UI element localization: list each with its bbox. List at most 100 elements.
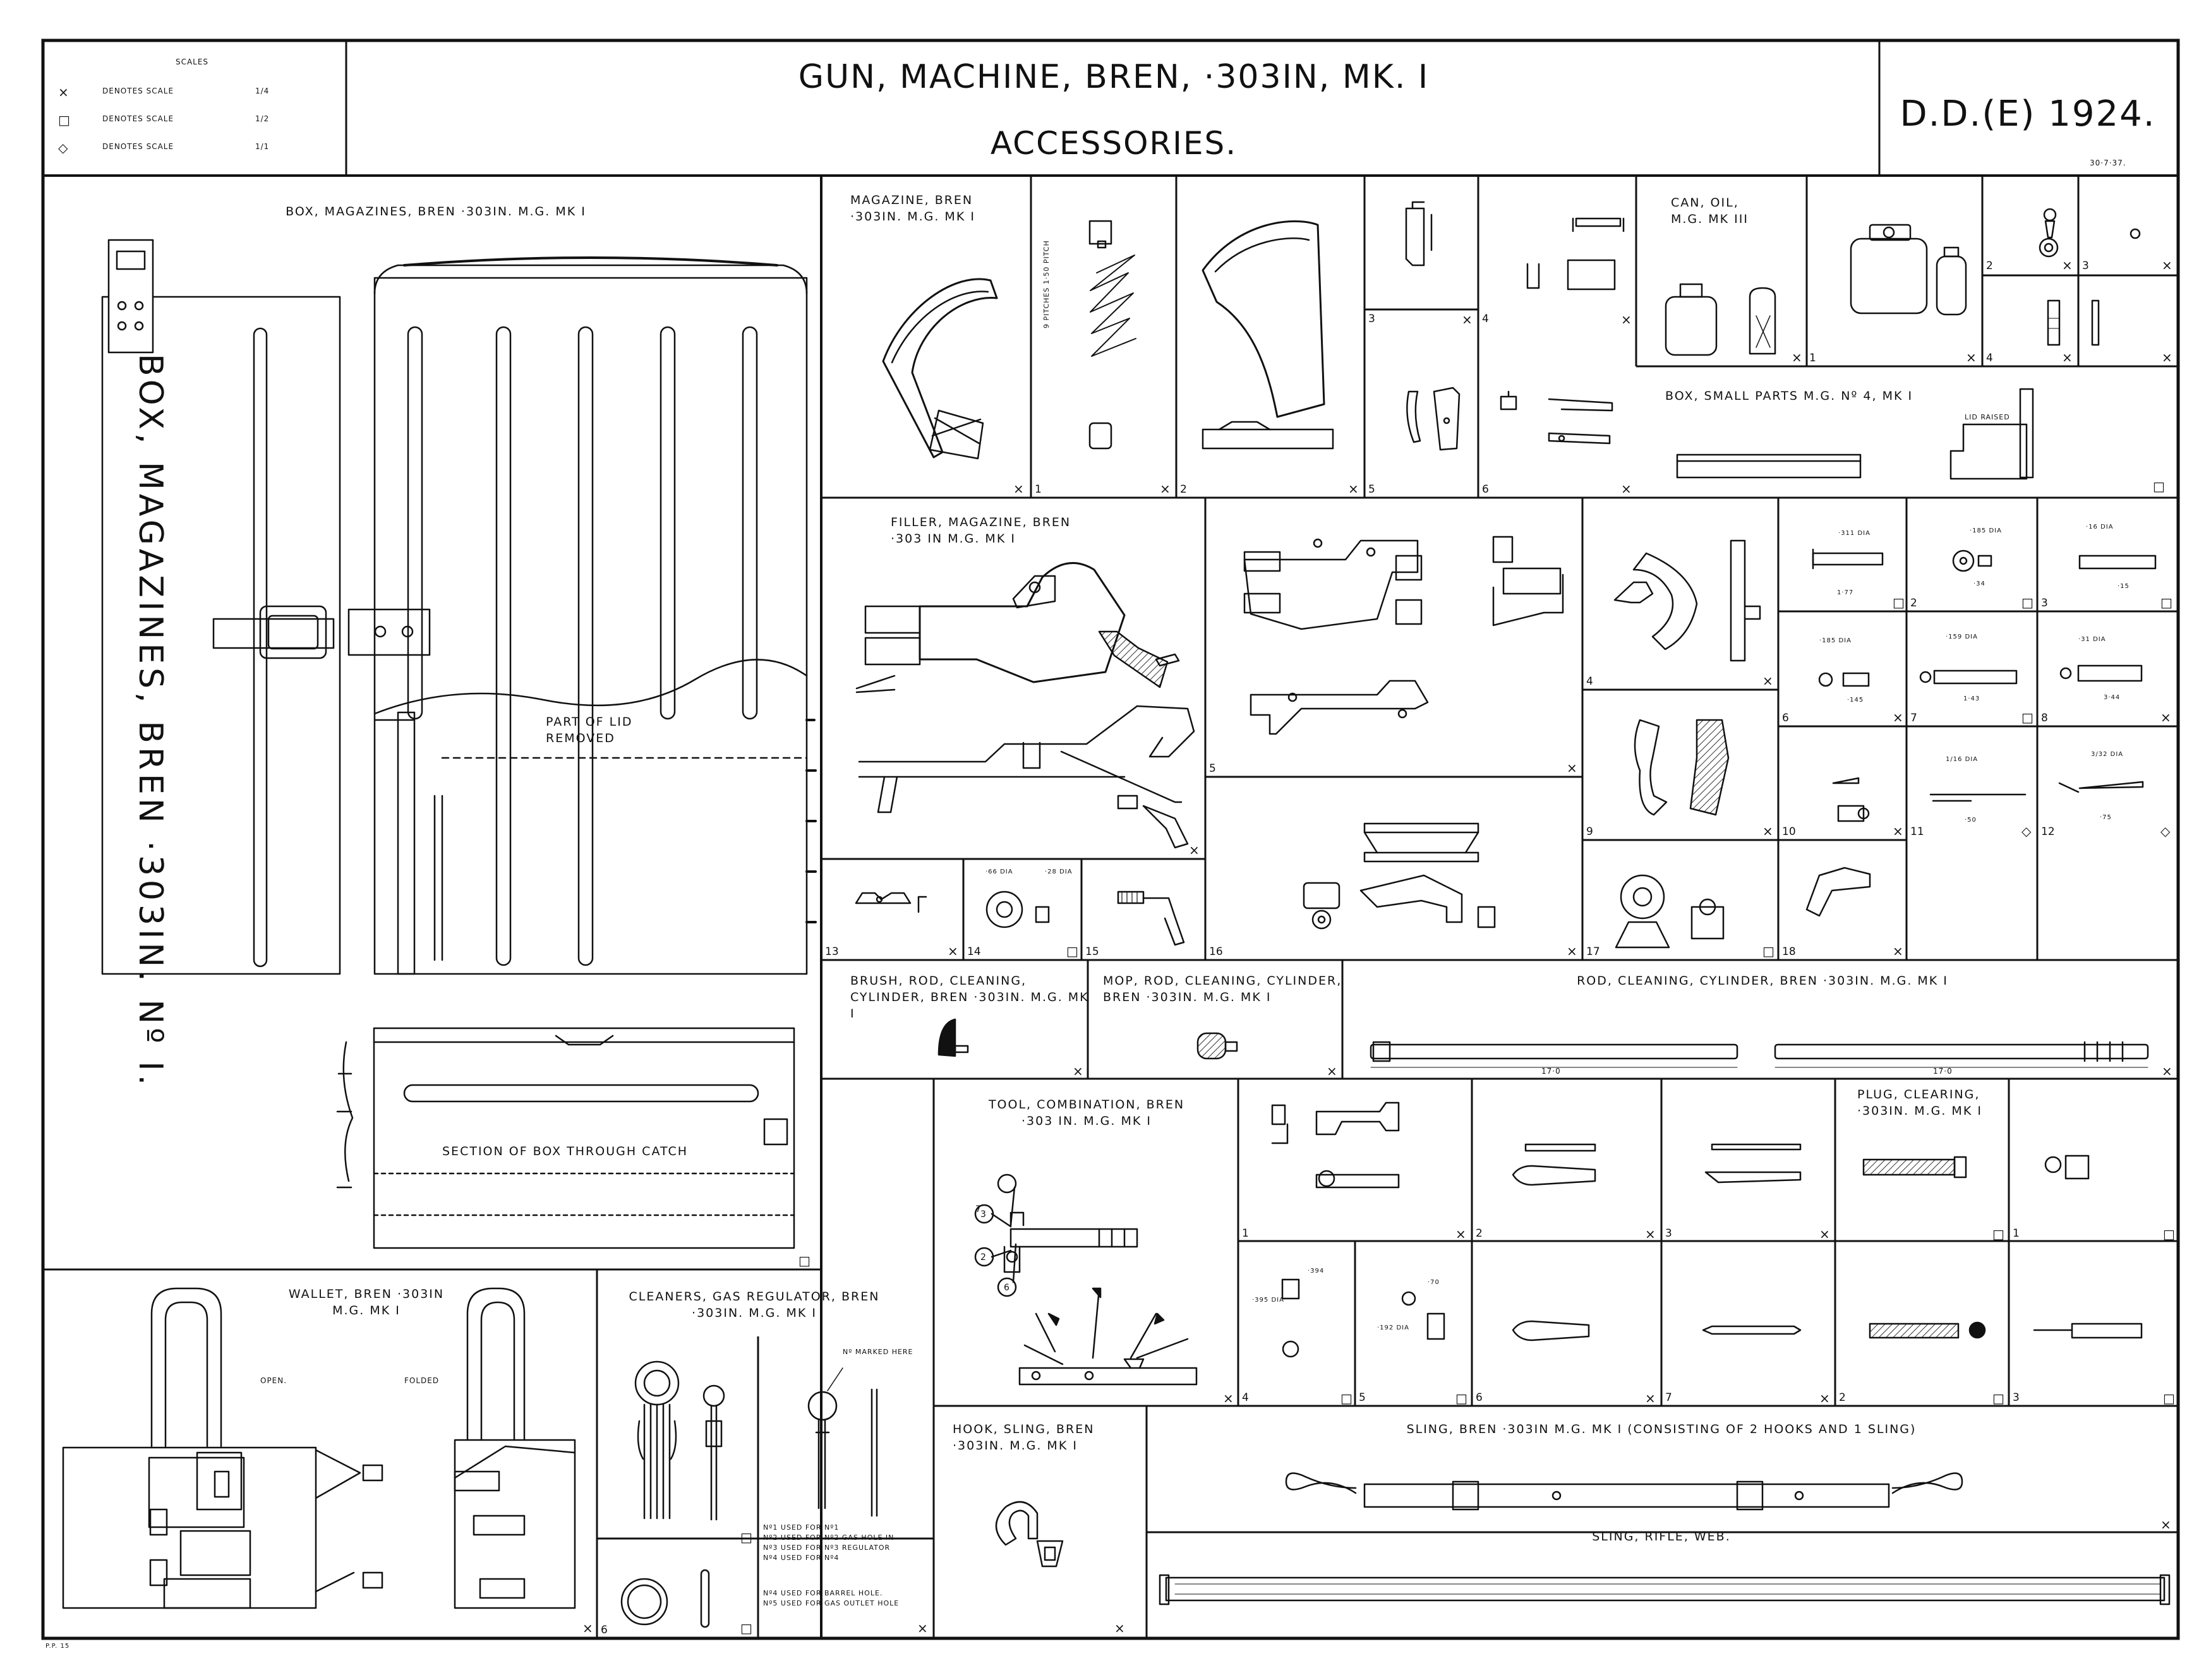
dim: 1·77 (1837, 589, 1854, 596)
scale-value-3: 1/1 (255, 142, 270, 151)
fig-number: 3 (980, 1209, 986, 1220)
scale-marker: □ (798, 1253, 810, 1268)
scale-marker: □ (1992, 1227, 2004, 1242)
fig-number: 4 (1586, 675, 1593, 688)
fig-number: 7 (1910, 712, 1917, 724)
scale-marker: × (917, 1621, 928, 1636)
fig-number: 2 (1839, 1391, 1846, 1404)
scale-marker: × (1621, 481, 1632, 496)
fig-number: 6 (1004, 1283, 1009, 1293)
fig-number: 2 (1476, 1227, 1483, 1240)
wallet-drawing (62, 1287, 576, 1609)
fig-number: 17 (1586, 945, 1600, 958)
scale-marker: × (1567, 760, 1577, 776)
rod-dim-1: 17·0 (1541, 1067, 1561, 1076)
dim: ·185 DIA (1819, 637, 1852, 644)
scale-row-3: DENOTES SCALE (102, 142, 174, 151)
scale-marker: × (2160, 1517, 2171, 1532)
scale-marker: □ (2021, 595, 2033, 610)
scale-marker: □ (2163, 1391, 2175, 1406)
pins-drawings (1805, 548, 2157, 917)
fig-number: 3 (2082, 260, 2089, 272)
box-section-view (336, 1027, 795, 1249)
scale-marker: × (1160, 481, 1171, 496)
small-parts-box (1676, 388, 2034, 480)
sling-hook (995, 1501, 1064, 1568)
filler-part-5 (1243, 536, 1564, 735)
cleaner-note: Nº2 USED FOR Nº2 GAS HOLE IN (763, 1533, 895, 1542)
scale-marker: ◇ (2021, 824, 2032, 839)
fig-number: 4 (1986, 352, 1993, 364)
scale-marker: × (1189, 843, 1200, 858)
fig-number: 12 (2041, 825, 2055, 838)
fig-number: 2 (1910, 597, 1917, 609)
scale-marker: □ (2163, 1227, 2175, 1242)
magazine-follower-parts (1500, 217, 1625, 445)
scale-marker: × (1567, 944, 1577, 959)
dim: ·394 (1308, 1268, 1325, 1275)
scale-marker: × (1893, 710, 1903, 725)
dim: ·28 DIA (1045, 868, 1073, 875)
fig-number: 6 (601, 1624, 608, 1636)
bren-sling (1285, 1472, 1963, 1511)
dim: ·145 (1847, 697, 1864, 704)
scale-marker: × (1819, 1227, 1830, 1242)
scale-marker: □ (740, 1621, 752, 1636)
scale-marker: ◇ (2160, 824, 2171, 839)
filler-levers (1613, 539, 1761, 949)
dim: ·50 (1965, 817, 1977, 824)
scale-marker: □ (1455, 1391, 1467, 1406)
brush-title: BRUSH, ROD, CLEANING, CYLINDER, BREN ·30… (850, 974, 1089, 1021)
box-magazines-title: BOX, MAGAZINES, BREN ·303IN. M.G. MK I (286, 205, 586, 219)
dim: 1/16 DIA (1946, 756, 1979, 763)
cleaning-rod (1370, 1041, 2149, 1068)
scale-marker: □ (740, 1530, 752, 1545)
oil-can-title: CAN, OIL, M.G. MK III (1671, 196, 1749, 226)
scale-marker: □ (1340, 1391, 1353, 1406)
hook-title: HOOK, SLING, BREN ·303IN. M.G. MK I (953, 1422, 1095, 1453)
scale-marker: □ (2021, 710, 2033, 725)
scale-marker: × (1114, 1621, 1125, 1636)
scale-marker: × (948, 944, 958, 959)
wallet-open-label: OPEN. (260, 1376, 287, 1385)
cleaner-note: Nº4 USED FOR Nº4 (763, 1554, 840, 1562)
scale-marker: × (1621, 312, 1632, 327)
dim: ·159 DIA (1946, 633, 1978, 640)
combination-tool (974, 1173, 1198, 1386)
rod-dim-2: 17·0 (1933, 1067, 1953, 1076)
bren-sling-title: SLING, BREN ·303IN M.G. MK I (CONSISTING… (1406, 1422, 1917, 1436)
fig-number: 2 (1986, 260, 1993, 272)
fig-number: 1 (1242, 1227, 1249, 1240)
fig-number: 2 (980, 1252, 986, 1263)
full-scale-symbol: ◇ (58, 140, 68, 155)
fig-number: 9 (1586, 825, 1593, 838)
cleaner-note: Nº4 USED FOR BARREL HOLE. (763, 1589, 883, 1597)
cleaner-note: Nº5 USED FOR GAS OUTLET HOLE (763, 1599, 900, 1607)
dim: ·15 (2118, 583, 2130, 590)
fig-number: 15 (1085, 945, 1099, 958)
cleaner-note: Nº1 USED FOR Nº1 (763, 1523, 840, 1532)
magazine-part-2 (1202, 220, 1334, 450)
tool-title: TOOL, COMBINATION, BREN ·303 IN. M.G. MK… (988, 1098, 1185, 1128)
magazine-drawing (882, 220, 1136, 460)
scale-marker: × (1348, 481, 1359, 496)
fig-number: 2 (1180, 483, 1187, 496)
box-magazines-stencil: BOX, MAGAZINES, BREN ·303IN. Nº I. (131, 354, 169, 1089)
fig-number: 1 (1035, 483, 1042, 496)
fig-number: 6 (1482, 483, 1489, 496)
oil-can-drawing (1665, 208, 2141, 356)
gas-cleaners (620, 1360, 878, 1628)
scale-marker: × (1893, 944, 1903, 959)
dim: ·34 (1973, 580, 1985, 587)
fig-number: 3 (2041, 597, 2048, 609)
dim: ·185 DIA (1970, 527, 2002, 534)
dim: ·70 (1428, 1279, 1440, 1286)
dim: ·395 DIA (1252, 1297, 1284, 1304)
sheet-subtitle: ACCESSORIES. (990, 125, 1238, 162)
magazine-pitch-note: 9 PITCHES 1·50 PITCH (1042, 240, 1051, 328)
fig-number: 3 (1368, 313, 1375, 325)
dim: 3/32 DIA (2091, 751, 2124, 758)
cleaner-note: Nº3 USED FOR Nº3 REGULATOR (763, 1544, 891, 1552)
magazine-title: MAGAZINE, BREN ·303IN. M.G. MK I (850, 193, 975, 224)
